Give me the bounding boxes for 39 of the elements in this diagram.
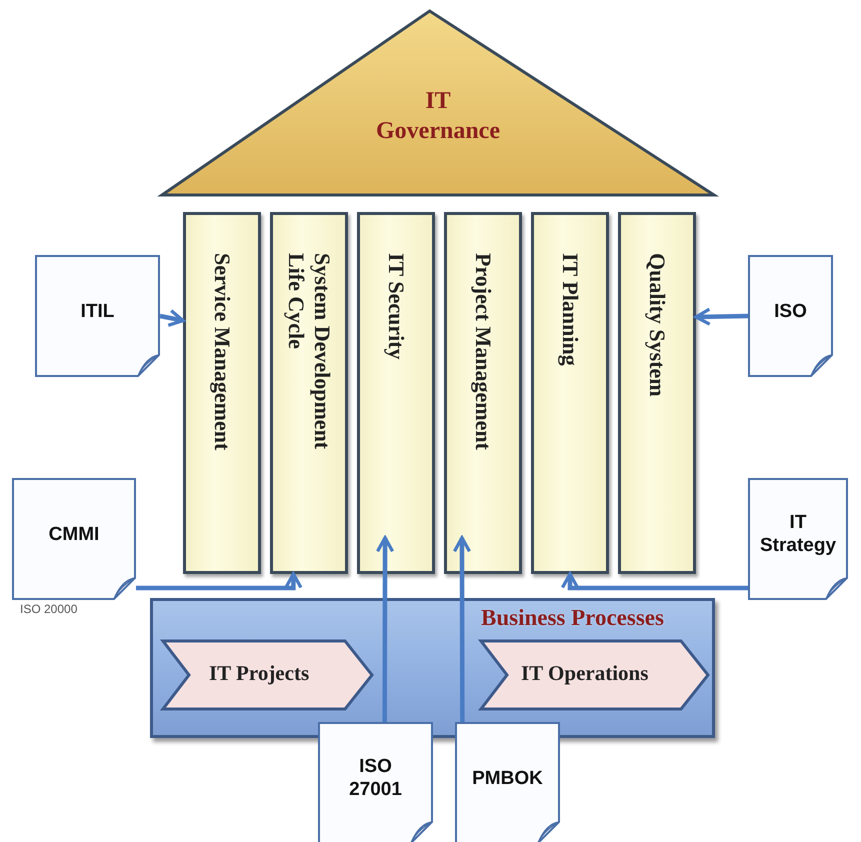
chevron-shape (479, 639, 711, 711)
arrow (160, 308, 185, 327)
pillar-box (183, 212, 261, 574)
pillar-box (618, 212, 696, 574)
process-label: IT Projects (209, 661, 310, 686)
pillar-label: Service Management (209, 253, 235, 452)
band-heading: Business Processes (481, 605, 664, 631)
pillar-label: Quality System (644, 253, 670, 399)
document-shape (35, 255, 160, 377)
note-text: ISO 20000 (20, 602, 78, 616)
document-shape (12, 478, 136, 600)
pillar-label: IT Security (383, 253, 409, 362)
arrow (560, 572, 748, 590)
document-label: ISO 27001 (348, 755, 403, 802)
document-label: ITIL (80, 300, 116, 324)
pillar-box (444, 212, 522, 574)
roof-triangle (160, 8, 716, 198)
document-shape (748, 478, 848, 600)
arrow (694, 308, 748, 326)
document-shape (748, 255, 833, 377)
document-shape (455, 722, 560, 842)
document-label: ISO (773, 300, 808, 324)
pillar-box (531, 212, 609, 574)
chevron-shape (161, 639, 375, 711)
document-shape (318, 722, 433, 842)
pillar-box (270, 212, 348, 574)
arrow (452, 536, 472, 722)
arrow (376, 536, 394, 722)
arrow (136, 572, 303, 590)
pillar-label: IT Planning (557, 253, 583, 368)
pillar-label: Project Management (470, 253, 496, 452)
document-label: IT Strategy (758, 511, 838, 558)
pillar-label: System Development Life Cycle (283, 253, 335, 452)
document-label: CMMI (48, 522, 100, 546)
document-label: PMBOK (471, 766, 544, 790)
band-box (150, 598, 715, 738)
process-label: IT Operations (521, 661, 648, 686)
roof-label: IT Governance (375, 87, 501, 146)
pillar-box (357, 212, 435, 574)
